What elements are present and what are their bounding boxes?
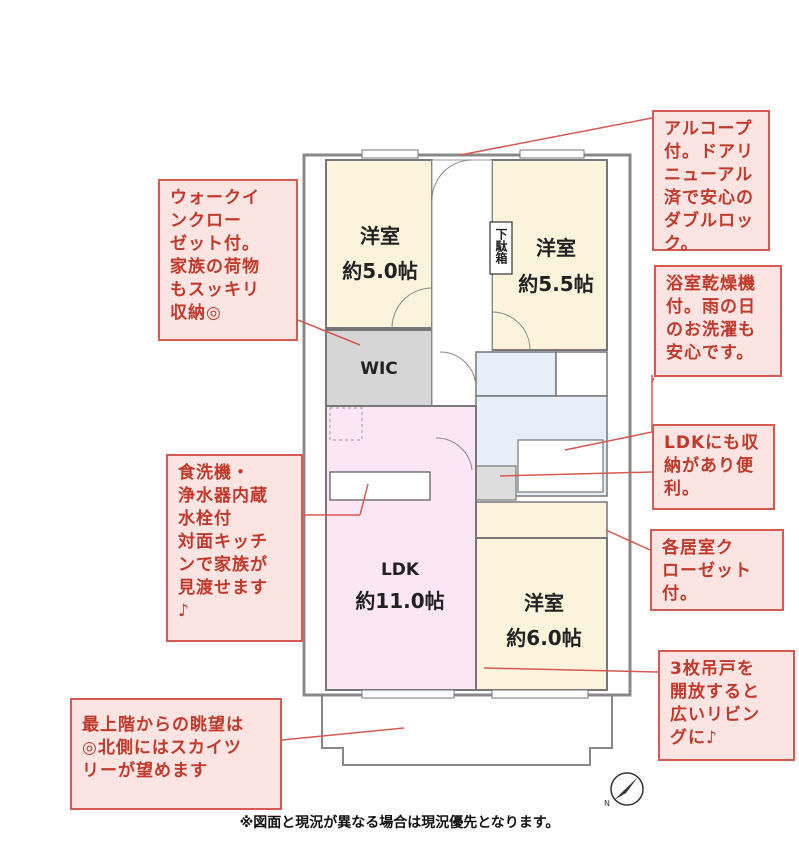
shoe-box [489,221,513,275]
disclaimer-note: ※図面と現況が異なる場合は現況優先となります。 [239,815,560,831]
ldk-area [325,405,477,691]
room1-name: 洋室 [360,224,400,248]
callout-view: 最上階からの眺望は ◎北側にはスカイツ リーが望めます [70,698,282,810]
room3-size: 約6.0帖 [506,626,581,650]
fridge-space [329,407,363,441]
callout-view-text: 最上階からの眺望は ◎北側にはスカイツ リーが望めます [82,715,244,781]
room2-size: 約5.5帖 [518,272,593,296]
room-1 [325,159,433,329]
room1-size: 約5.0帖 [342,259,417,283]
window [519,149,585,159]
callout-doors-text: 3枚吊戸を 開放すると 広いリビン グに♪ [670,659,760,748]
window [361,689,455,699]
toilet [475,351,557,397]
balcony [321,695,613,766]
door-arc [435,437,473,471]
bathtub [517,439,604,493]
compass-needle [614,777,638,800]
compass-label: N [604,799,610,808]
callout-kitchen: 食洗機・ 浄水器内蔵 水栓付 対面キッチ ンで家族が 見渡せます ♪ [166,454,303,642]
door-arc [439,351,477,389]
callout-alcove: アルコープ 付。ドアリ ニューアル 済で安心の ダブルロッ ク。 [652,110,770,254]
callout-closet: 各居室ク ローゼット 付。 [650,529,784,611]
callout-bath-text: 浴室乾燥機 付。雨の日 のお洗濯も 安心です。 [666,274,756,363]
storage-small [555,351,608,397]
room3-name: 洋室 [524,591,564,615]
callout-walkin: ウォークイ ンクロー ゼット付。 家族の荷物 もスッキリ 収納◎ [158,179,298,341]
callout-doors: 3枚吊戸を 開放すると 広いリビン グに♪ [658,650,795,761]
callout-ldk-storage-text: LDKにも収 納があり便 利。 [664,433,760,499]
window [491,689,589,699]
kitchen-counter [329,471,431,501]
room2-name: 洋室 [536,236,576,260]
ldk-name: LDK [381,560,420,580]
door-arc [431,159,473,201]
door-arc [491,311,531,351]
leader-lines [281,117,659,741]
shoe-box-label: 下駄箱 [494,228,508,265]
wic-label: WIC [360,359,398,379]
wic-area [325,329,433,407]
callout-kitchen-text: 食洗機・ 浄水器内蔵 水栓付 対面キッチ ンで家族が 見渡せます ♪ [178,463,268,621]
window [361,149,419,159]
callout-alcove-text: アルコープ 付。ドアリ ニューアル 済で安心の ダブルロッ ク。 [664,119,754,254]
closet-strip [475,501,608,539]
callout-closet-text: 各居室ク ローゼット 付。 [662,538,752,604]
door-arc [391,287,433,329]
callout-ldk-storage: LDKにも収 納があり便 利。 [652,424,775,510]
ldk-size: 約11.0帖 [355,589,444,613]
callout-bath: 浴室乾燥機 付。雨の日 のお洗濯も 安心です。 [654,265,782,377]
callout-walkin-text: ウォークイ ンクロー ゼット付。 家族の荷物 もスッキリ 収納◎ [170,188,260,323]
ldk-storage [475,465,517,501]
outer-wall [302,153,632,697]
room-3 [475,537,608,691]
